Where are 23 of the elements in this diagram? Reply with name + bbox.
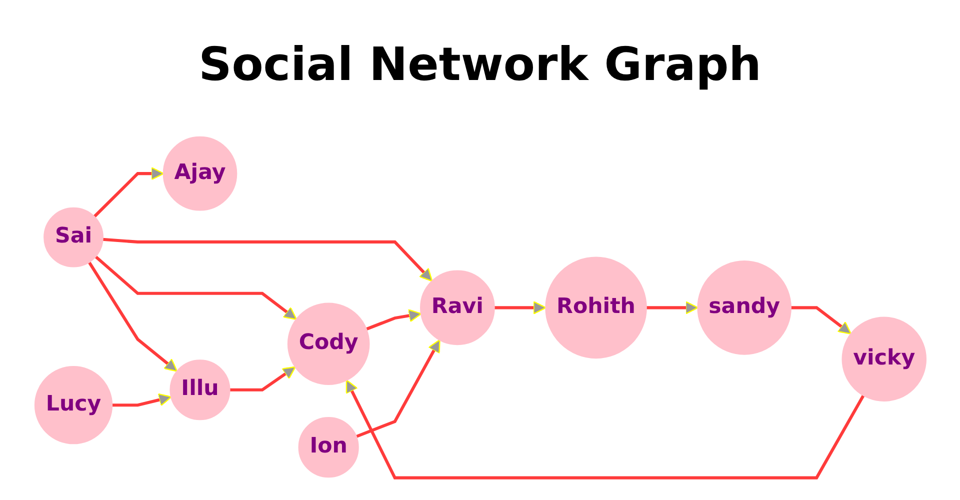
node-circle: Ajay [162, 136, 237, 211]
node-circle: sandy [696, 260, 791, 355]
arrow [345, 379, 864, 480]
title: Social Network Graph [198, 38, 762, 91]
arrow [494, 301, 546, 314]
arrow [111, 393, 172, 407]
node-circle: Cody [286, 302, 370, 386]
node-circle: Rohith [544, 256, 646, 359]
node-circle: vicky [841, 316, 926, 402]
arrow [229, 366, 296, 392]
node-circle: Illu [169, 360, 230, 420]
arrow [92, 166, 164, 218]
arrow [790, 306, 852, 334]
arrow [355, 339, 440, 438]
arrow [365, 309, 422, 331]
arrow [94, 255, 297, 320]
node-circle: Lucy [34, 366, 112, 444]
node-circle: Ion [298, 417, 358, 478]
node-circle: Sai [43, 207, 103, 268]
arrow [102, 238, 432, 282]
arrow [646, 301, 698, 314]
node-circle: Ravi [420, 270, 494, 346]
arrow [87, 261, 178, 372]
